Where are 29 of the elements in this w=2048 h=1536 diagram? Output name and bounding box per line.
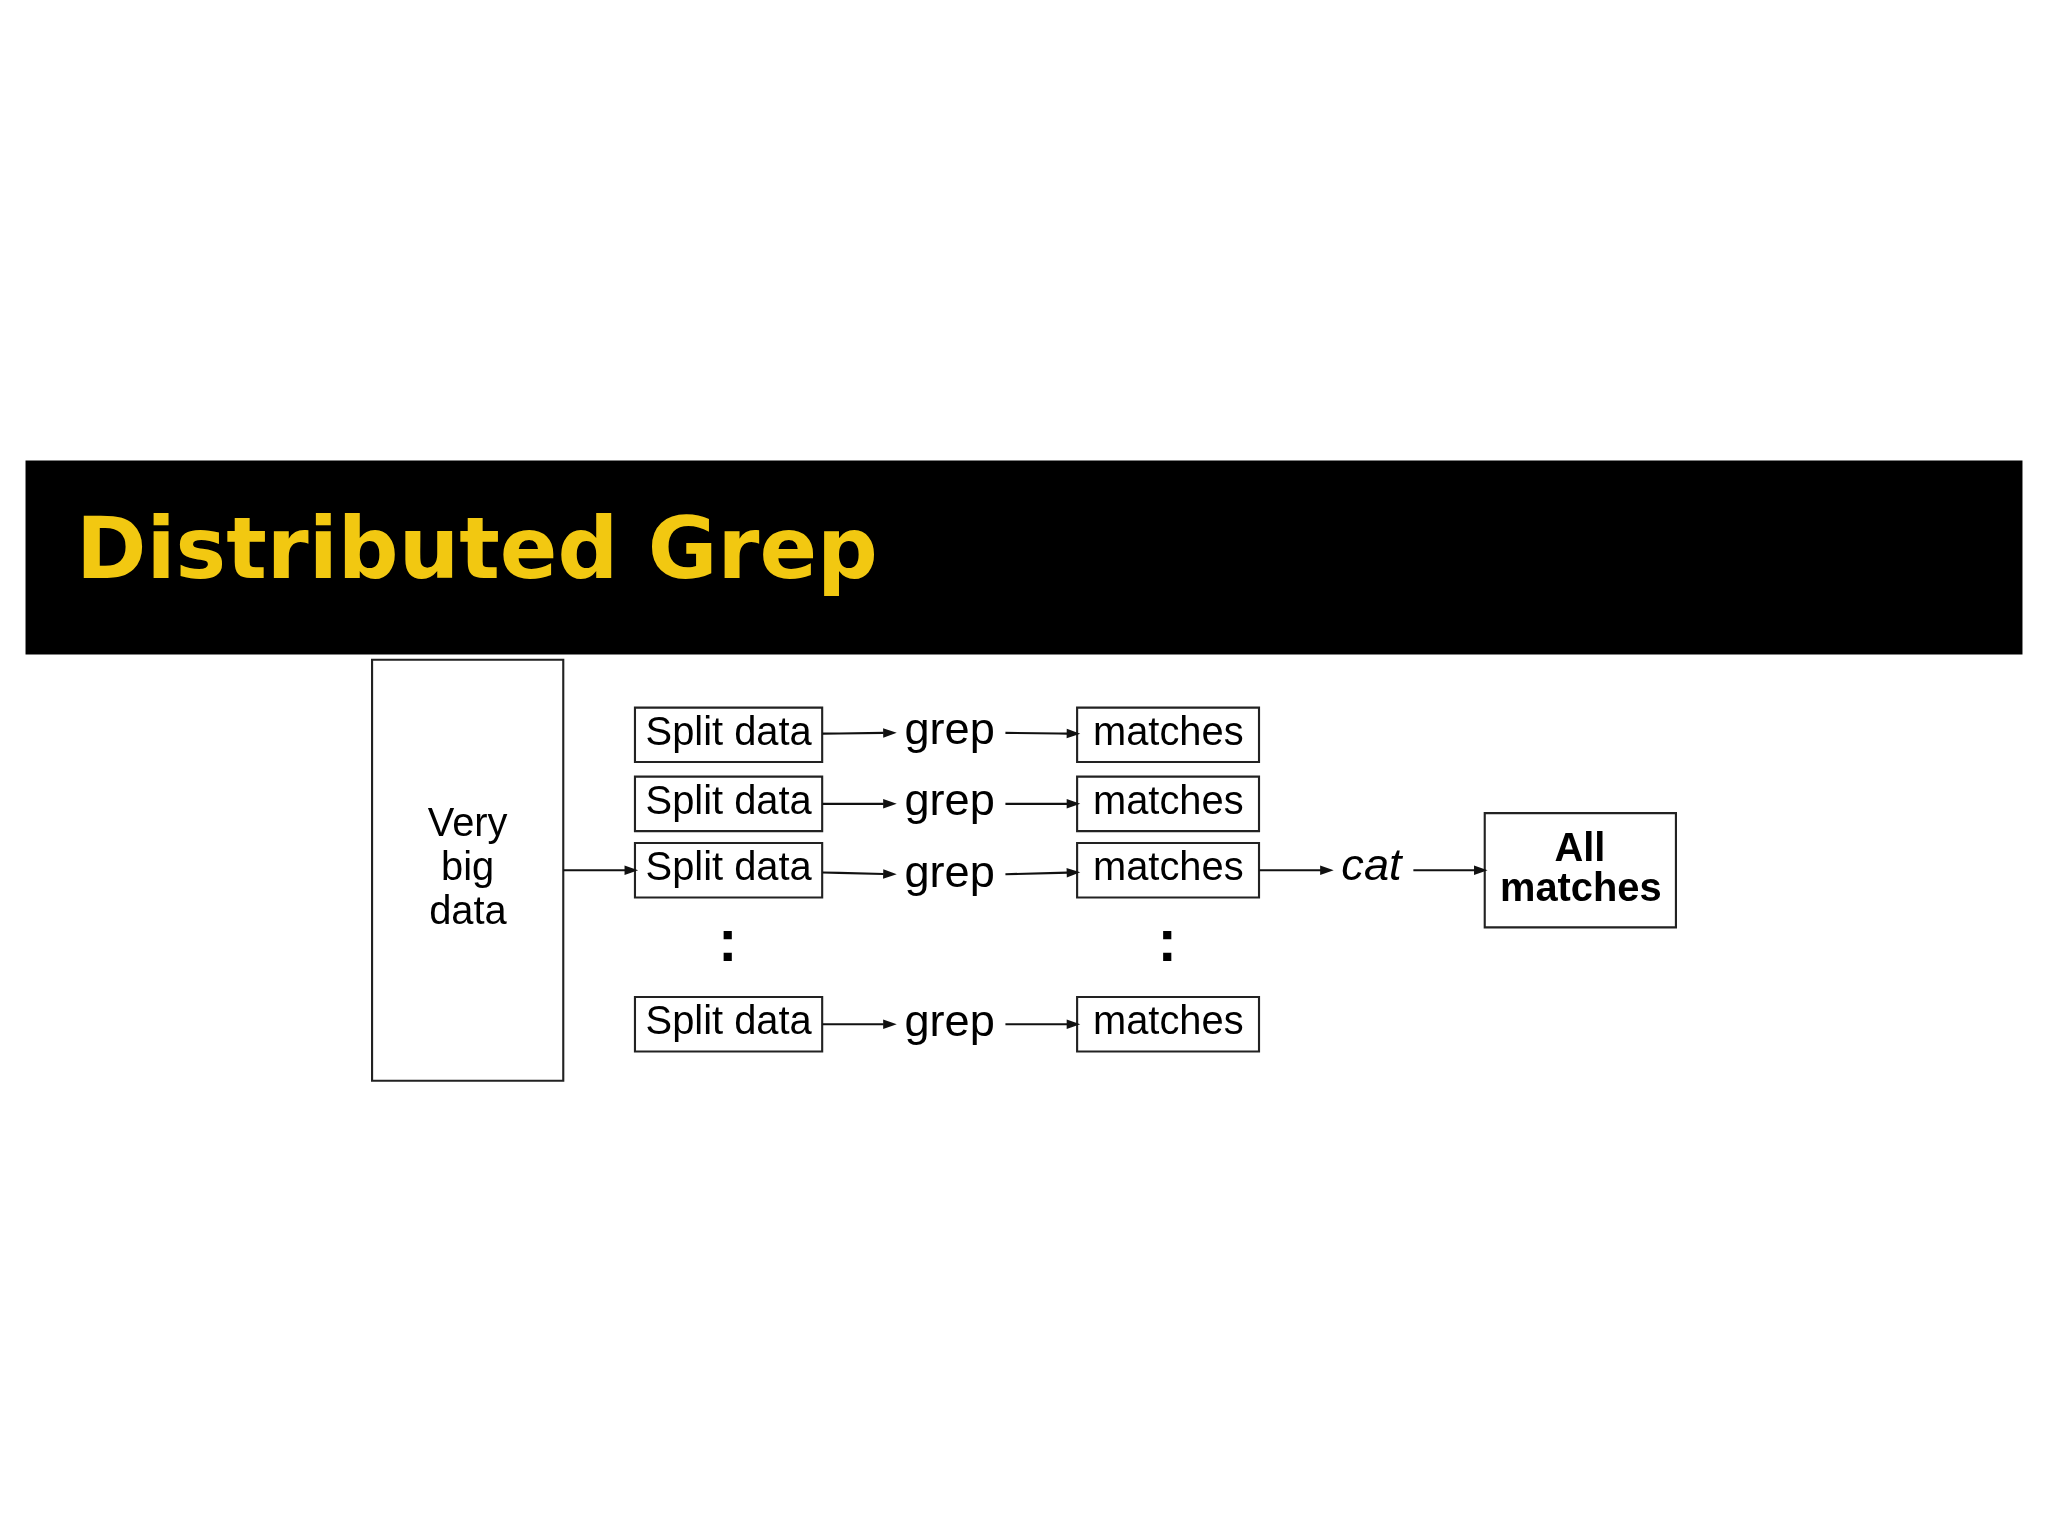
arrow xyxy=(822,728,897,738)
node-box: All matches xyxy=(1483,812,1677,929)
arrow xyxy=(563,865,639,875)
arrow xyxy=(1005,728,1081,739)
arrow xyxy=(822,869,897,879)
node-text: cat xyxy=(1341,839,1402,891)
node-box: matches xyxy=(1076,841,1261,899)
node-box: matches xyxy=(1076,775,1261,833)
node-box: Very big data xyxy=(371,658,565,1082)
node-text: grep xyxy=(904,846,995,898)
label: : xyxy=(717,907,738,973)
diagram-title: Distributed Grep xyxy=(75,498,878,598)
arrow xyxy=(822,1019,897,1029)
arrow xyxy=(1413,865,1488,875)
node-box: Split data xyxy=(633,996,824,1053)
arrow xyxy=(1005,799,1081,809)
arrow xyxy=(1259,865,1334,875)
node-text: grep xyxy=(904,702,995,754)
arrow xyxy=(1005,1019,1081,1029)
node-box: Split data xyxy=(633,775,824,833)
node-box: Split data xyxy=(633,841,824,899)
node-text: grep xyxy=(904,994,995,1046)
arrow xyxy=(822,799,897,809)
node-box: matches xyxy=(1076,706,1261,764)
node-box: Split data xyxy=(633,706,824,764)
node-box: matches xyxy=(1076,996,1261,1053)
arrow xyxy=(1005,867,1081,878)
node-text: grep xyxy=(904,774,995,826)
label: : xyxy=(1157,907,1177,973)
